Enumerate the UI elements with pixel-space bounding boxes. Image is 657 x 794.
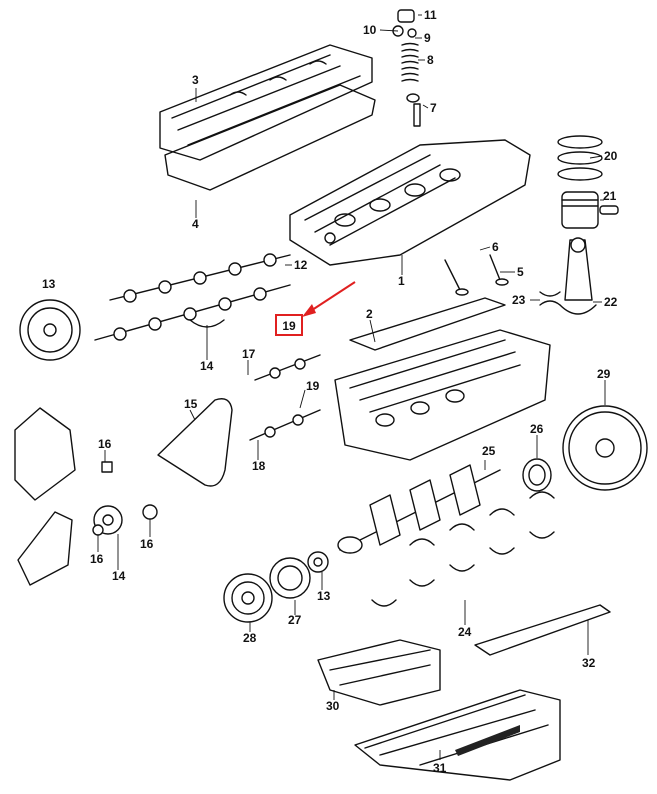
valve-seal-part xyxy=(406,93,421,127)
label-part-4: 4 xyxy=(192,217,199,231)
label-part-2: 2 xyxy=(366,307,373,321)
label-part-1: 1 xyxy=(398,274,405,288)
label-part-24: 24 xyxy=(458,625,472,639)
label-part-14-tensioner: 14 xyxy=(112,569,126,583)
label-part-10: 10 xyxy=(363,23,377,37)
label-part-17: 17 xyxy=(242,347,256,361)
highlight-box xyxy=(275,314,303,336)
timing-cover-part xyxy=(14,407,76,586)
highlight-label: 19 xyxy=(282,319,296,333)
label-part-6: 6 xyxy=(492,240,499,254)
leader-lines xyxy=(97,14,606,760)
crank-pulley-part xyxy=(223,573,273,623)
label-part-7: 7 xyxy=(430,101,437,115)
label-part-28: 28 xyxy=(243,631,257,645)
highlight-arrow xyxy=(305,281,356,315)
valve-lock-part xyxy=(392,25,417,38)
label-part-27: 27 xyxy=(288,613,302,627)
label-part-8: 8 xyxy=(427,53,434,67)
highlight-marker: 19 xyxy=(275,281,356,336)
crank-sprocket-part xyxy=(269,557,311,599)
timing-belt-part xyxy=(157,398,233,487)
label-part-18: 18 xyxy=(252,459,266,473)
label-part-13-sprocket: 13 xyxy=(42,277,56,291)
label-part-15: 15 xyxy=(184,397,198,411)
label-part-19: 19 xyxy=(306,379,320,393)
part-labels: 11 10 9 8 7 3 4 1 6 5 12 13 14 2 17 19 1… xyxy=(42,8,618,775)
intermediate-shaft-part xyxy=(249,354,321,441)
valve-part xyxy=(444,254,509,296)
label-part-9: 9 xyxy=(424,31,431,45)
label-part-13-gear: 13 xyxy=(317,589,331,603)
label-part-16-left: 16 xyxy=(90,552,104,566)
crank-gear-part xyxy=(307,551,329,573)
label-part-14-bearing: 14 xyxy=(200,359,214,373)
oil-pan-gasket-part xyxy=(474,604,611,656)
crankshaft-part xyxy=(337,464,501,554)
piston-rings-part xyxy=(557,135,603,181)
cylinder-head-part xyxy=(289,139,531,266)
cam-sprocket-part xyxy=(19,299,81,361)
valve-keeper-part xyxy=(397,9,415,23)
belt-tensioner-part xyxy=(92,461,158,536)
rear-main-seal-part xyxy=(522,458,552,492)
label-part-16-top: 16 xyxy=(98,437,112,451)
engine-block-part xyxy=(334,329,551,461)
label-part-21: 21 xyxy=(603,189,617,203)
label-part-23: 23 xyxy=(512,293,526,307)
label-part-30: 30 xyxy=(326,699,340,713)
highlight-arrowhead xyxy=(302,304,316,317)
head-gasket-part xyxy=(349,297,506,351)
label-part-16-right: 16 xyxy=(140,537,154,551)
piston-part xyxy=(561,191,619,229)
label-part-20: 20 xyxy=(604,149,618,163)
label-part-26: 26 xyxy=(530,422,544,436)
label-part-11: 11 xyxy=(424,8,437,22)
flywheel-part xyxy=(562,405,648,491)
valve-spring-part xyxy=(401,42,419,82)
label-part-3: 3 xyxy=(192,73,199,87)
camshaft-part xyxy=(94,253,291,341)
label-part-29: 29 xyxy=(597,367,611,381)
main-bearings-part xyxy=(371,491,555,607)
upper-oil-pan-part xyxy=(317,639,441,706)
connecting-rod-part xyxy=(539,237,597,315)
valve-cover-gasket-part xyxy=(164,84,376,191)
lower-oil-pan-part xyxy=(354,689,561,781)
label-part-12: 12 xyxy=(294,258,308,272)
label-part-5: 5 xyxy=(517,265,524,279)
label-part-25: 25 xyxy=(482,444,496,458)
label-part-32: 32 xyxy=(582,656,596,670)
label-part-22: 22 xyxy=(604,295,618,309)
valve-cover-part xyxy=(159,44,373,161)
label-part-31: 31 xyxy=(433,761,447,775)
